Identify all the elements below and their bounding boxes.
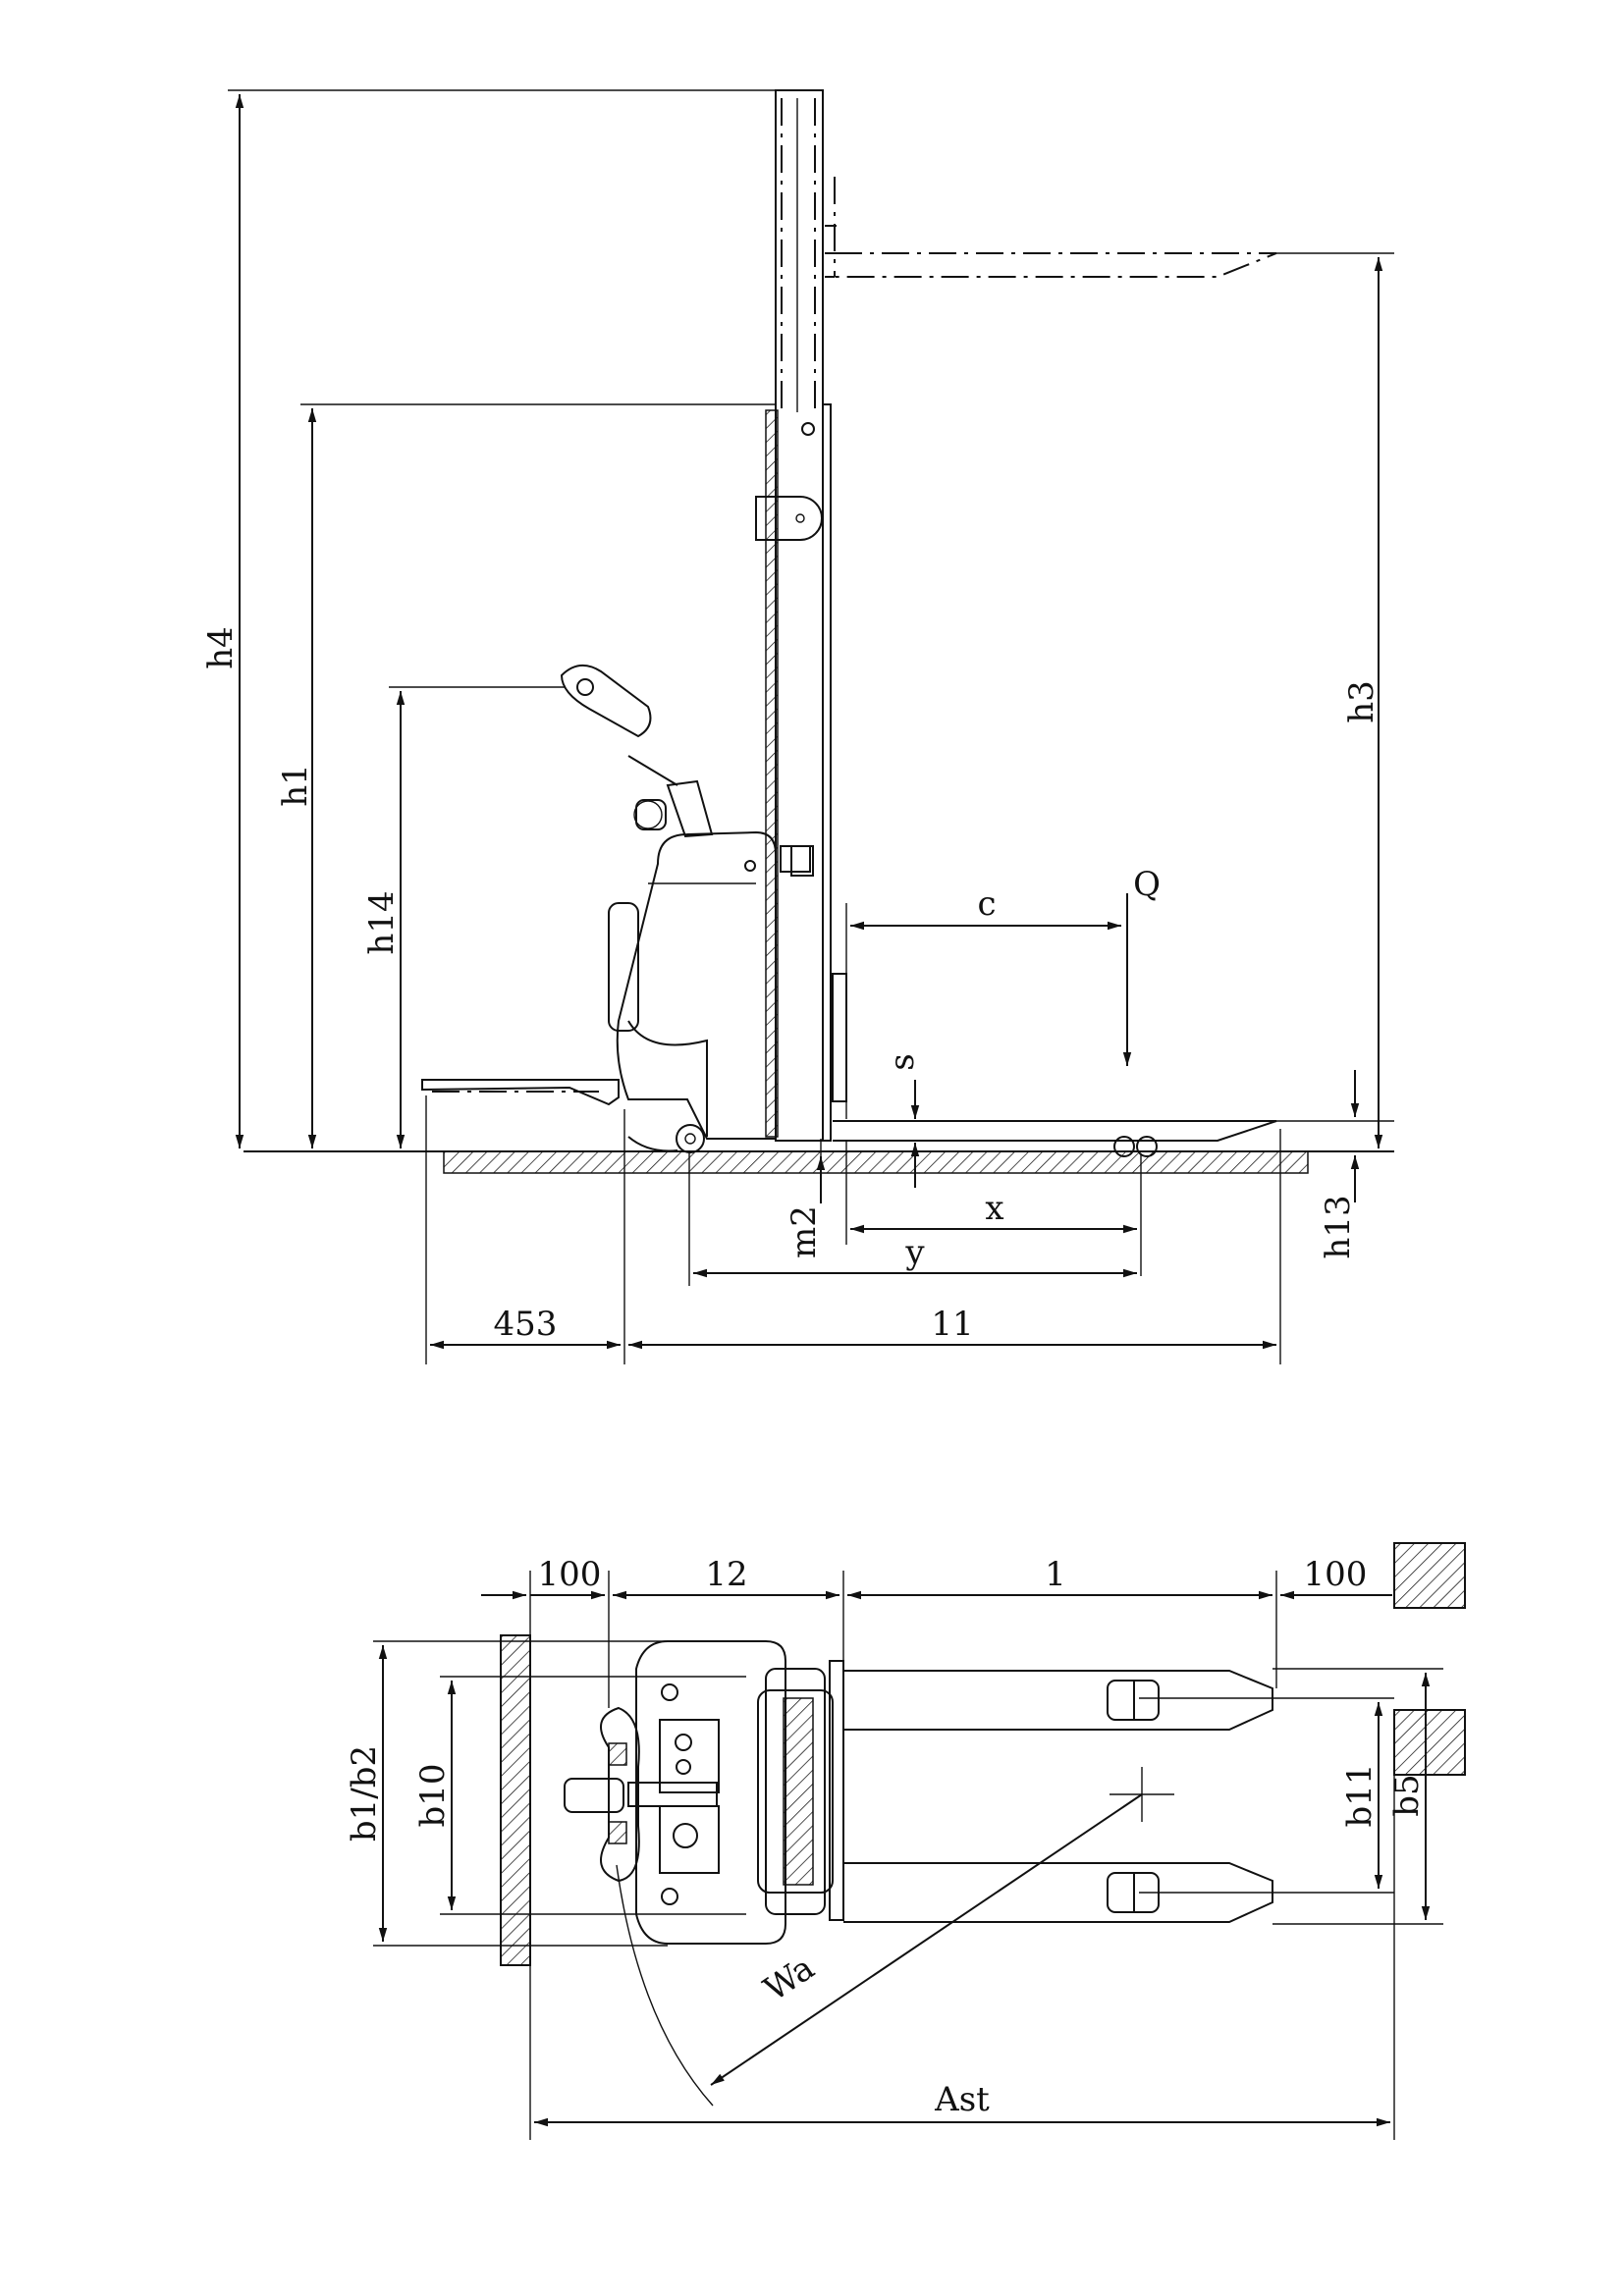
label-11: 11 xyxy=(931,1305,973,1344)
label-12: 12 xyxy=(705,1555,747,1594)
dim-Ast: Ast xyxy=(529,1775,1395,2140)
dim-y: y xyxy=(688,1150,1137,1286)
dim-h4: h4 xyxy=(201,89,776,1148)
raised-fork xyxy=(825,177,1277,278)
truck-body xyxy=(421,665,811,1153)
label-s: s xyxy=(883,1053,922,1070)
label-1: 1 xyxy=(1045,1555,1066,1594)
dim-b10: b10 xyxy=(413,1676,746,1915)
label-100-right: 100 xyxy=(1304,1555,1368,1594)
label-h13: h13 xyxy=(1319,1195,1358,1258)
dim-m2: m2 xyxy=(785,1139,826,1258)
dim-c: c xyxy=(845,884,1121,1119)
top-view: 100 12 1 100 b1/b2 b10 b11 xyxy=(345,1542,1466,2140)
dim-x: x xyxy=(845,1141,1142,1276)
label-453: 453 xyxy=(494,1305,558,1344)
label-Q: Q xyxy=(1133,865,1161,904)
label-b5: b5 xyxy=(1387,1774,1427,1816)
label-h3: h3 xyxy=(1342,680,1381,723)
label-Wa: Wa xyxy=(757,1949,822,2009)
label-b1-b2: b1/b2 xyxy=(345,1745,384,1842)
dim-h13: h13 xyxy=(1276,1070,1394,1259)
label-x: x xyxy=(985,1189,1003,1228)
wall-bottom-right xyxy=(1393,1709,1466,1776)
forks-top xyxy=(843,1670,1394,1923)
mast xyxy=(755,89,847,1142)
label-b10: b10 xyxy=(413,1763,453,1827)
label-h4: h4 xyxy=(201,626,241,669)
dim-b1-b2: b1/b2 xyxy=(345,1640,668,1947)
label-m2: m2 xyxy=(785,1205,824,1258)
lowered-fork xyxy=(833,1120,1277,1157)
label-100-left: 100 xyxy=(538,1555,602,1594)
side-view: h4 h1 h14 h3 c Q xyxy=(201,89,1394,1364)
wall-top-right xyxy=(1393,1542,1466,1609)
label-y: y xyxy=(904,1233,925,1272)
dim-h3: h3 xyxy=(1276,252,1394,1148)
dim-top-chain: 100 12 1 100 xyxy=(481,1555,1392,1708)
dim-overall-length: 453 11 xyxy=(425,1095,1281,1364)
label-h14: h14 xyxy=(362,890,402,954)
dim-b11: b11 xyxy=(1340,1702,1383,1889)
load-arrow: Q xyxy=(1122,865,1161,1066)
dim-h1: h1 xyxy=(276,403,776,1148)
dim-h14: h14 xyxy=(362,686,565,1148)
label-h1: h1 xyxy=(276,764,315,807)
wall-left xyxy=(500,1634,531,1966)
ground xyxy=(244,1150,1394,1174)
truck-top xyxy=(564,1640,844,1945)
label-c: c xyxy=(977,884,996,924)
label-b11: b11 xyxy=(1340,1763,1380,1827)
dim-s: s xyxy=(883,1053,922,1188)
label-Ast: Ast xyxy=(934,2080,990,2119)
